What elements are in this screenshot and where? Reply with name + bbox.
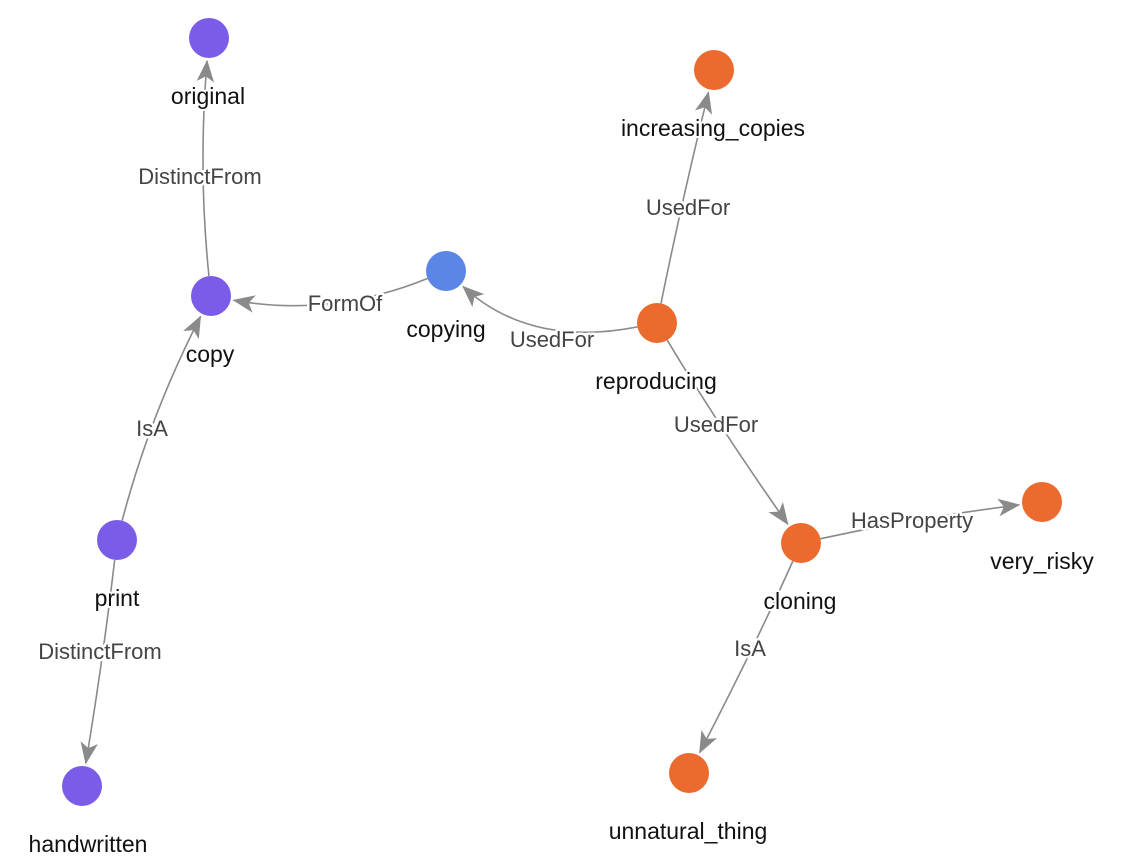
nodes-layer xyxy=(62,18,1062,806)
edge-label-print-to-handwritten: DistinctFrom xyxy=(38,639,161,664)
node-label-very-risky: very_risky xyxy=(990,548,1094,574)
edge-cloning-to-very_risky xyxy=(820,498,1021,540)
node-very-risky[interactable] xyxy=(1022,482,1062,522)
edge-labels-layer: DistinctFromFormOfIsADistinctFromUsedFor… xyxy=(36,161,976,666)
node-print[interactable] xyxy=(97,520,137,560)
node-labels-layer: original copy print handwritten copying repro… xyxy=(27,81,1097,859)
edge-print-to-handwritten xyxy=(80,559,116,765)
node-label-print: print xyxy=(95,585,140,611)
edge-print-to-copy xyxy=(121,315,202,521)
edge-label-reproducing-to-increasing_copies: UsedFor xyxy=(646,195,730,220)
edge-label-cloning-to-very_risky: HasProperty xyxy=(851,508,973,533)
node-label-unnatural-thing: unnatural_thing xyxy=(609,818,768,844)
node-unnatural-thing[interactable] xyxy=(669,753,709,793)
edge-copying-to-copy xyxy=(232,277,428,313)
node-handwritten[interactable] xyxy=(62,766,102,806)
edge-copy-to-original xyxy=(196,59,215,277)
edge-label-copying-to-copy: FormOf xyxy=(308,291,383,316)
node-copy[interactable] xyxy=(191,276,231,316)
node-label-copy: copy xyxy=(186,341,235,367)
edge-reproducing-to-increasing_copies xyxy=(660,91,713,304)
edge-label-cloning-to-unnatural_thing: IsA xyxy=(734,636,766,661)
node-original[interactable] xyxy=(189,18,229,58)
node-copying[interactable] xyxy=(426,251,466,291)
edge-label-reproducing-to-copying: UsedFor xyxy=(510,327,594,352)
node-cloning[interactable] xyxy=(781,523,821,563)
edge-label-print-to-copy: IsA xyxy=(136,416,168,441)
edge-reproducing-to-cloning xyxy=(666,339,789,526)
edge-label-copy-to-original: DistinctFrom xyxy=(138,164,261,189)
edges-layer xyxy=(80,59,1021,765)
node-label-reproducing: reproducing xyxy=(595,368,716,394)
node-label-copying: copying xyxy=(406,316,485,342)
node-label-increasing-copies: increasing_copies xyxy=(621,115,805,141)
node-label-original: original xyxy=(171,83,245,109)
node-label-handwritten: handwritten xyxy=(29,831,148,857)
node-reproducing[interactable] xyxy=(637,303,677,343)
node-increasing-copies[interactable] xyxy=(694,50,734,90)
edge-cloning-to-unnatural_thing xyxy=(698,560,794,754)
edge-reproducing-to-copying xyxy=(462,285,638,333)
edge-label-reproducing-to-cloning: UsedFor xyxy=(674,412,758,437)
node-label-cloning: cloning xyxy=(764,588,837,614)
